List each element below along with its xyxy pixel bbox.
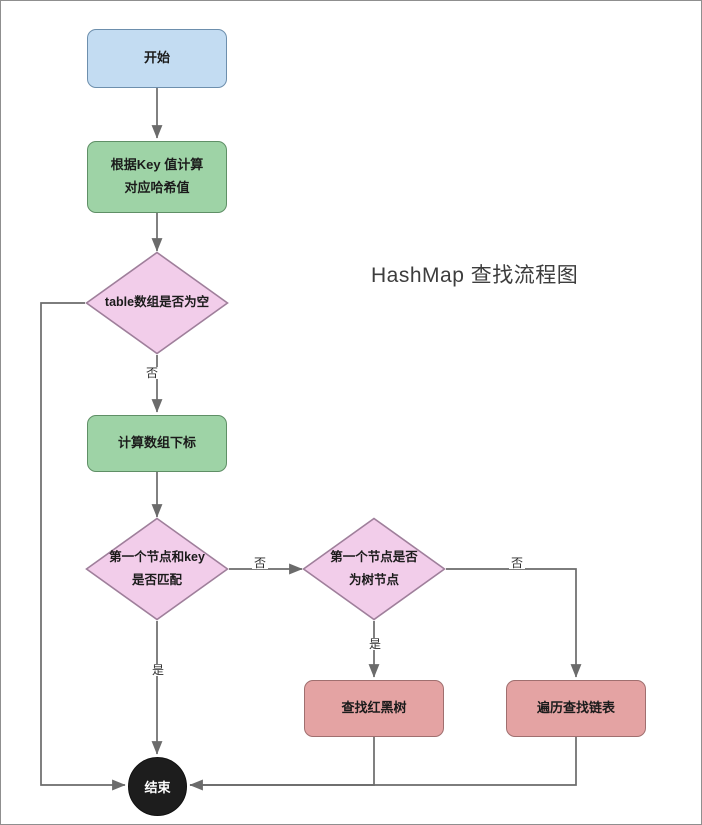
node-end-label: 结束	[144, 780, 171, 795]
edge-traverse-to-end	[190, 737, 577, 786]
edge-is-tree-no-to-traverse	[446, 568, 582, 678]
node-traverse-linked-list-label: 遍历查找链表	[536, 700, 615, 716]
node-is-tree-node-decision[interactable]: 第一个节点是否 为树节点	[302, 517, 446, 621]
edge-rbtree-to-end	[189, 737, 375, 791]
edge-table-empty-to-end	[40, 302, 126, 791]
diagram-title: HashMap 查找流程图	[371, 264, 579, 287]
node-search-red-black-tree-label: 查找红黑树	[341, 700, 407, 716]
node-start-label: 开始	[143, 50, 170, 66]
edge-label-is-tree-no: 否	[509, 556, 526, 570]
node-compute-hash[interactable]: 根据Key 值计算 对应哈希值	[87, 141, 227, 213]
edge-label-is-tree-yes: 是	[367, 637, 384, 651]
node-traverse-linked-list[interactable]: 遍历查找链表	[506, 680, 646, 737]
node-compute-index[interactable]: 计算数组下标	[87, 415, 227, 472]
node-compute-hash-label-line2: 对应哈希值	[124, 180, 190, 195]
edge-label-table-empty-no: 否	[144, 366, 161, 380]
node-compute-hash-label-line1: 根据Key 值计算	[110, 157, 204, 173]
node-end[interactable]: 结束	[128, 757, 187, 816]
node-compute-index-label: 计算数组下标	[117, 435, 196, 451]
node-table-empty-decision[interactable]: table数组是否为空	[85, 251, 229, 355]
node-first-node-match-decision[interactable]: 第一个节点和key 是否匹配	[85, 517, 229, 621]
node-start[interactable]: 开始	[87, 29, 227, 88]
edge-label-first-match-yes: 是	[150, 663, 167, 677]
node-search-red-black-tree[interactable]: 查找红黑树	[304, 680, 444, 737]
edge-label-first-match-no: 否	[252, 556, 269, 570]
